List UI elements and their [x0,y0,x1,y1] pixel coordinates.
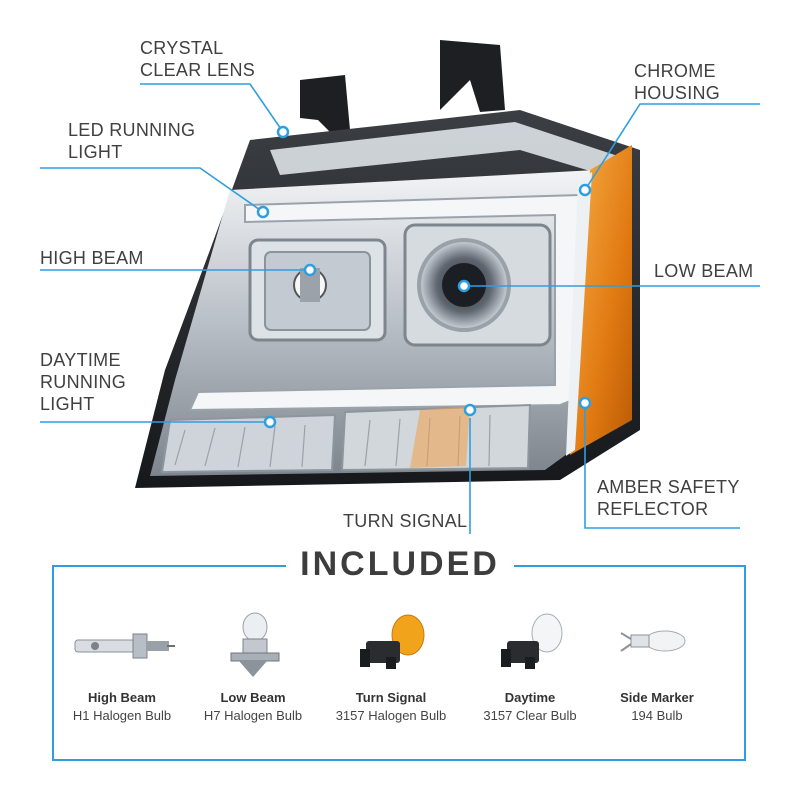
label-turn-signal: TURN SIGNAL [343,511,468,531]
dot-chrome-housing [578,183,592,197]
mount-bracket-right [440,40,505,112]
bulb-desc: 194 Bulb [631,708,683,723]
label-high-beam: HIGH BEAM [40,248,144,268]
label-chrome-housing: CHROME HOUSING [634,61,721,103]
label-led-running-light: LED RUNNING LIGHT [68,120,196,162]
dot-turn-signal [463,403,477,417]
included-title: INCLUDED [0,545,800,584]
bulb-item-high-beam: High Beam H1 Halogen Bulb [52,604,192,723]
bulb-item-side-marker: Side Marker 194 Bulb [587,604,727,723]
bulb-name: Low Beam [220,690,286,705]
dot-led-running [256,205,270,219]
bulb-desc: H1 Halogen Bulb [72,708,172,723]
h1-bulb-icon [74,633,175,659]
dot-high-beam [303,263,317,277]
bulb-desc: 3157 Halogen Bulb [335,708,447,723]
dot-crystal-lens [276,125,290,139]
wedge-194-bulb-icon [620,630,686,652]
clear-3157-bulb-icon [501,613,563,669]
bulb-item-low-beam: Low Beam H7 Halogen Bulb [183,604,323,723]
bulb-desc: 3157 Clear Bulb [483,708,577,723]
bulb-desc: H7 Halogen Bulb [203,708,303,723]
amber-3157-bulb-icon [360,614,425,669]
dot-amber-reflector [578,396,592,410]
bulb-name: Daytime [504,690,556,705]
label-low-beam: LOW BEAM [654,261,754,281]
lower-reflector-left [160,413,337,474]
bulb-item-daytime: Daytime 3157 Clear Bulb [460,604,600,723]
label-amber-safety-reflector: AMBER SAFETY REFLECTOR [597,477,740,519]
bulb-name: High Beam [88,690,156,705]
label-daytime-running-light: DAYTIME RUNNING LIGHT [40,350,127,414]
label-crystal-clear-lens: CRYSTAL CLEAR LENS [140,38,256,80]
bulb-name: Turn Signal [355,690,427,705]
bulb-item-turn-signal: Turn Signal 3157 Halogen Bulb [321,604,461,723]
dot-daytime [263,415,277,429]
mount-bracket-left [300,75,350,132]
amber-reflector [570,145,632,455]
bulb-name: Side Marker [620,690,694,705]
h7-bulb-icon [230,612,280,677]
dot-low-beam [457,279,471,293]
